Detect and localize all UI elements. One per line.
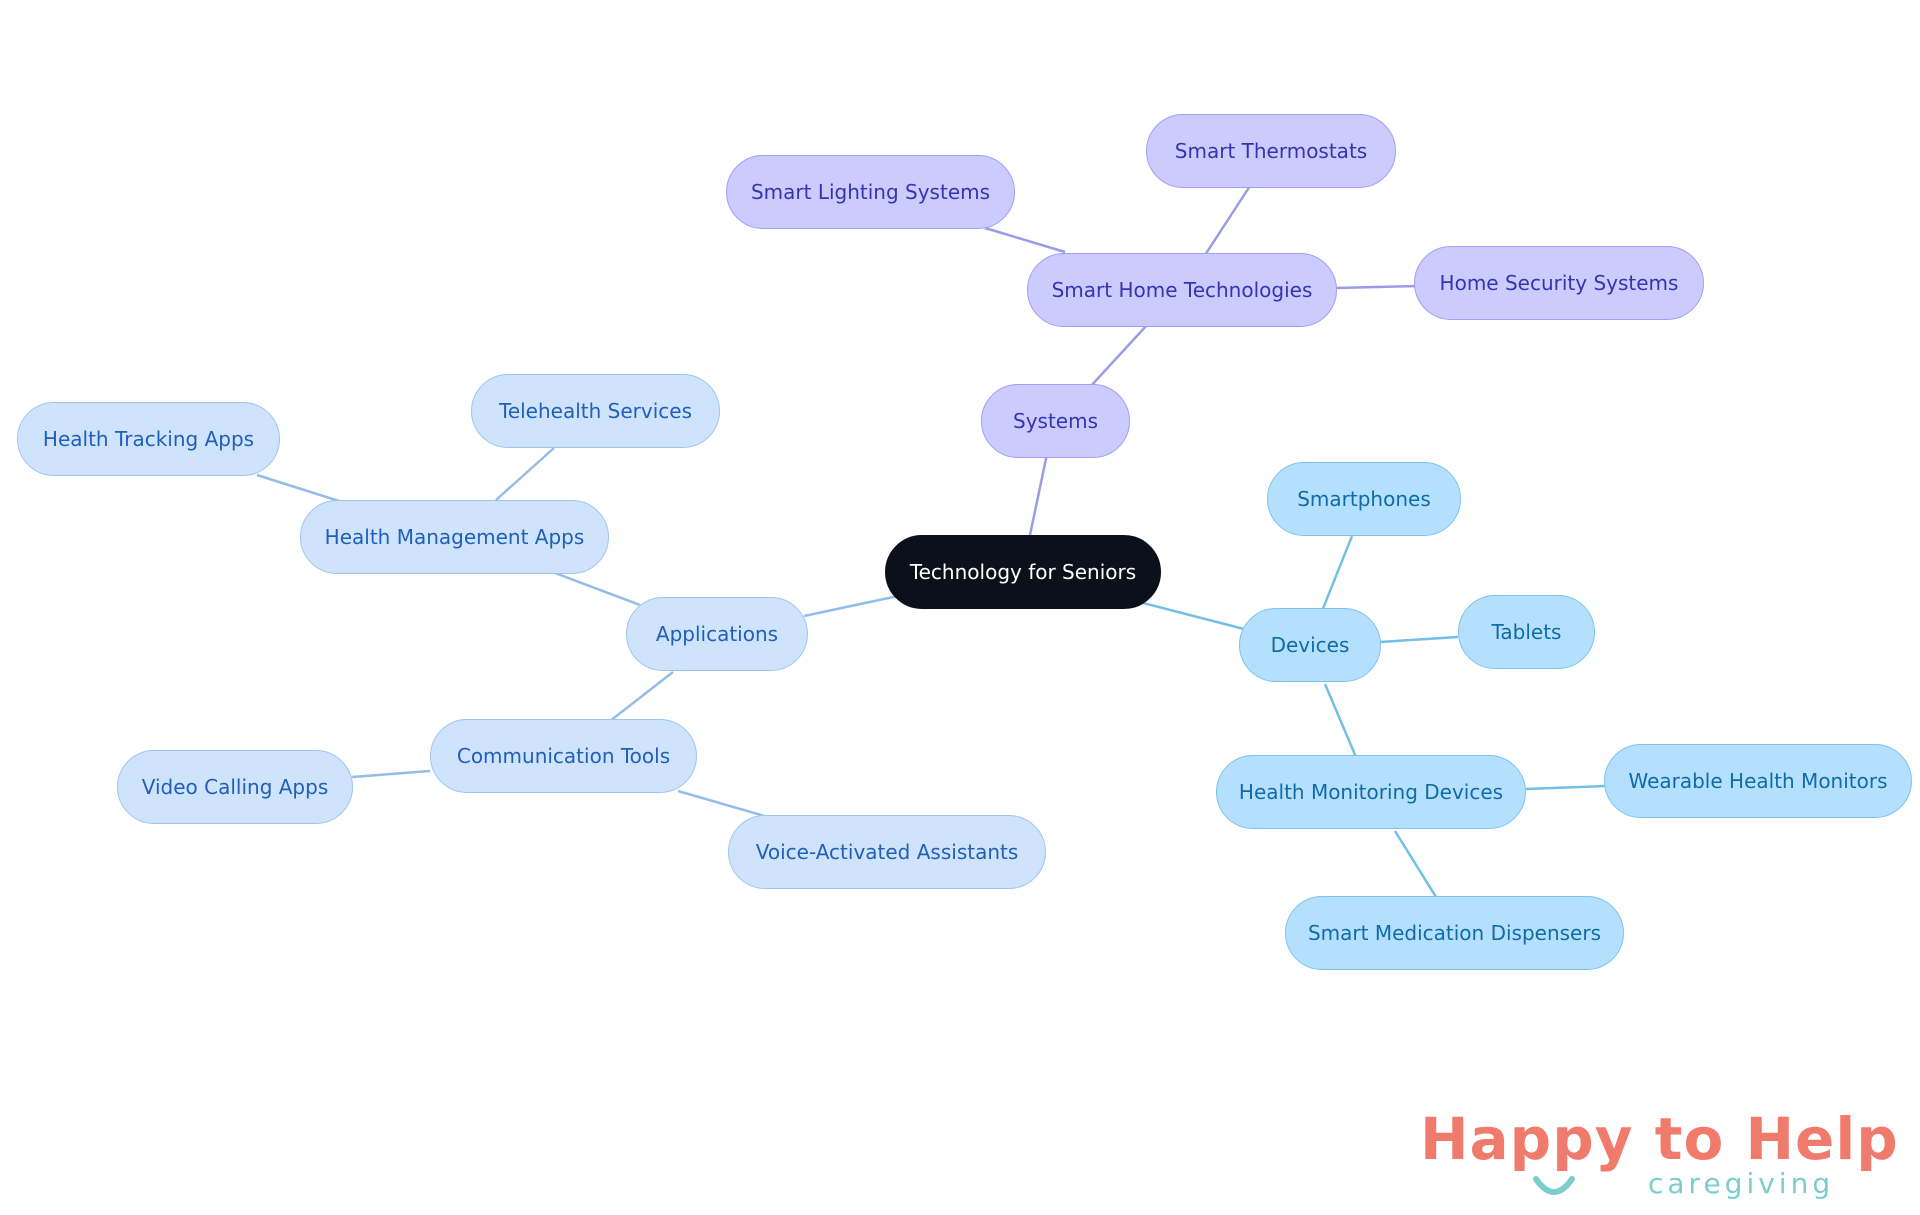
smile-icon xyxy=(1533,1176,1575,1195)
node-smart-home-technologies[interactable]: Smart Home Technologies xyxy=(1027,253,1337,327)
node-tablets[interactable]: Tablets xyxy=(1458,595,1595,669)
edge-healthmgmt-telehealth xyxy=(495,447,555,501)
node-health-management-apps[interactable]: Health Management Apps xyxy=(300,500,609,574)
node-devices[interactable]: Devices xyxy=(1239,608,1381,682)
edge-communication-voice xyxy=(677,789,769,819)
node-video-calling-apps[interactable]: Video Calling Apps xyxy=(117,750,353,824)
edge-smarthome-thermostats xyxy=(1203,185,1252,256)
node-smartphones[interactable]: Smartphones xyxy=(1267,462,1461,536)
node-wearable-health-monitors[interactable]: Wearable Health Monitors xyxy=(1604,744,1912,818)
edge-healthmgmt-tracking xyxy=(256,473,343,504)
node-smart-thermostats[interactable]: Smart Thermostats xyxy=(1146,114,1396,188)
edge-applications-communication xyxy=(609,671,674,722)
edge-smarthome-lighting xyxy=(984,226,1066,254)
edge-devices-healthmon xyxy=(1323,683,1358,758)
logo-subtitle: caregiving xyxy=(1648,1167,1835,1200)
node-smart-medication-dispensers[interactable]: Smart Medication Dispensers xyxy=(1285,896,1624,970)
happy-to-help-logo: Happy to Help caregiving xyxy=(1420,1105,1898,1205)
root-node[interactable]: Technology for Seniors xyxy=(885,535,1161,609)
edge-applications-healthmgmt xyxy=(554,571,641,607)
edge-healthmon-wearables xyxy=(1525,784,1607,791)
node-health-tracking-apps[interactable]: Health Tracking Apps xyxy=(17,402,280,476)
edge-root-systems xyxy=(1028,453,1049,536)
node-applications[interactable]: Applications xyxy=(626,597,808,671)
edge-communication-video xyxy=(351,769,431,779)
edge-root-devices xyxy=(1142,601,1245,631)
edge-devices-tablets xyxy=(1379,635,1459,644)
edge-healthmon-medication xyxy=(1393,830,1438,898)
node-home-security-systems[interactable]: Home Security Systems xyxy=(1414,246,1704,320)
edge-root-applications xyxy=(803,594,899,618)
node-smart-lighting-systems[interactable]: Smart Lighting Systems xyxy=(726,155,1015,229)
node-systems[interactable]: Systems xyxy=(981,384,1130,458)
logo-title: Happy to Help xyxy=(1420,1105,1899,1173)
edge-systems-smarthome xyxy=(1089,324,1148,388)
node-telehealth-services[interactable]: Telehealth Services xyxy=(471,374,720,448)
edge-devices-smartphones xyxy=(1320,535,1354,612)
edge-smarthome-security xyxy=(1334,284,1419,290)
node-health-monitoring-devices[interactable]: Health Monitoring Devices xyxy=(1216,755,1526,829)
node-communication-tools[interactable]: Communication Tools xyxy=(430,719,697,793)
node-voice-activated-assistants[interactable]: Voice-Activated Assistants xyxy=(728,815,1046,889)
